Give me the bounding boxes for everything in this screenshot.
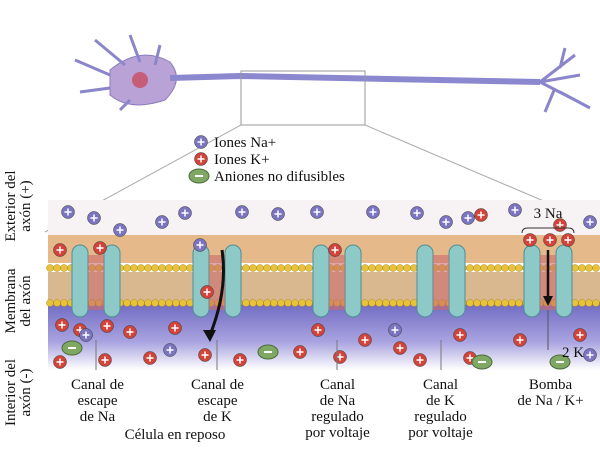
line: Canal: [423, 377, 458, 393]
channel-voltage-na: [312, 244, 362, 318]
pump-label-3na: 3 Na: [533, 206, 563, 222]
line: regulado: [311, 409, 364, 425]
line: por voltaje: [305, 425, 370, 441]
na-ion: [113, 223, 127, 237]
na-ion: [235, 205, 249, 219]
na-ion: [193, 238, 207, 252]
anion-ion: [257, 344, 279, 360]
anion-ion: [549, 354, 571, 370]
k-ion: [55, 318, 69, 332]
channel-voltage-k: [416, 244, 466, 318]
na-ion: [583, 348, 597, 362]
k-flow-arrow: [208, 249, 225, 336]
na-ion: [178, 206, 192, 220]
na-ion: [194, 135, 208, 149]
k-ion: [200, 285, 214, 299]
na-ion: [79, 328, 93, 342]
k-ion: [194, 152, 208, 166]
line: de Na / K+: [517, 393, 584, 409]
k-ion: [293, 345, 307, 359]
line: de K: [203, 409, 232, 425]
anion-ion: [471, 354, 493, 370]
na-ion: [583, 215, 597, 229]
na-ion: [163, 343, 177, 357]
legend-anion: Aniones no difusibles: [214, 169, 345, 185]
na-ion: [271, 207, 285, 221]
na-ion: [155, 215, 169, 229]
k-ion: [543, 233, 557, 247]
label-membrane-line1: Membrana: [3, 268, 19, 334]
ions: [53, 135, 597, 370]
label-membrane-line2: del axón: [18, 275, 34, 327]
k-ion: [98, 353, 112, 367]
channel-na-leak: [71, 244, 121, 318]
legend-na: Iones Na+: [214, 135, 277, 151]
k-ion: [561, 233, 575, 247]
line: regulado: [414, 409, 467, 425]
k-ion: [53, 243, 67, 257]
k-ion: [143, 351, 157, 365]
k-ion: [393, 341, 407, 355]
na-ion: [508, 203, 522, 217]
k-ion: [328, 243, 342, 257]
k-ion: [93, 241, 107, 255]
line: Canal de: [71, 377, 124, 393]
k-ion: [513, 333, 527, 347]
label-exterior-line1: Exterior del: [3, 170, 19, 242]
anion-ion: [188, 168, 210, 184]
caption-resting-cell: Célula en reposo: [124, 427, 226, 443]
channel-k-leak: [192, 244, 242, 318]
anion-ion: [61, 340, 83, 356]
neuron-drawing: [74, 34, 591, 113]
k-ion: [100, 319, 114, 333]
na-ion: [61, 205, 75, 219]
k-ion: [358, 333, 372, 347]
line: Canal: [320, 377, 355, 393]
label-interior-line2: axón (-): [18, 368, 34, 417]
k-ion: [523, 233, 537, 247]
k-ion: [413, 353, 427, 367]
na-ion: [461, 211, 475, 225]
line: de Na: [319, 393, 356, 409]
line: Canal de: [191, 377, 244, 393]
label-exterior-line2: axón (+): [18, 180, 34, 232]
k-ion: [233, 353, 247, 367]
line: escape: [197, 393, 238, 409]
line: de Na: [79, 409, 116, 425]
na-ion: [310, 205, 324, 219]
k-ion: [453, 328, 467, 342]
channel-proteins: [71, 244, 573, 318]
line: Bomba: [528, 377, 573, 393]
exterior-fluid: [48, 200, 600, 240]
na-ion: [410, 206, 424, 220]
k-ion: [333, 350, 347, 364]
line: por voltaje: [408, 425, 473, 441]
zoom-box: [240, 70, 366, 126]
line: escape: [77, 393, 118, 409]
k-ion: [311, 323, 325, 337]
na-ion: [366, 205, 380, 219]
line: de K: [426, 393, 455, 409]
k-ion: [123, 325, 137, 339]
na-ion: [87, 211, 101, 225]
na-ion: [439, 215, 453, 229]
k-ion: [474, 208, 488, 222]
k-ion: [573, 328, 587, 342]
na-ion: [388, 323, 402, 337]
label-interior-line1: Interior del: [3, 358, 19, 427]
k-ion: [198, 348, 212, 362]
k-ion: [53, 355, 67, 369]
k-ion: [168, 321, 182, 335]
pump-label-2k: 2 K: [561, 345, 585, 361]
legend-k: Iones K+: [214, 152, 270, 168]
